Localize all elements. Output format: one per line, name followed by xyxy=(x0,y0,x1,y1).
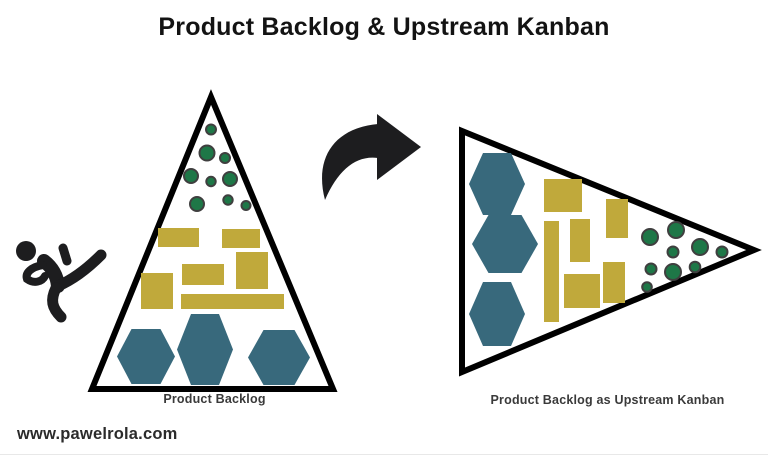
backlog-circle-item xyxy=(219,152,231,164)
curved-right-arrow-icon xyxy=(322,114,421,200)
kanban-hexagon-item xyxy=(469,282,525,346)
kanban-rect-item xyxy=(606,199,628,238)
kanban-circle-item xyxy=(715,245,729,259)
kanban-circle-item xyxy=(641,228,659,246)
backlog-hexagon-item xyxy=(248,330,310,385)
backlog-rect-item xyxy=(182,264,224,285)
backlog-rect-item xyxy=(236,252,268,289)
backlog-circle-item xyxy=(240,200,252,211)
backlog-hexagon-item xyxy=(117,329,175,384)
kanban-rect-item xyxy=(544,179,582,212)
pyramid-outline xyxy=(87,89,338,392)
product-backlog-pyramid xyxy=(87,89,338,392)
website-text: www.pawelrola.com xyxy=(17,425,178,443)
backlog-circle-item xyxy=(205,175,217,188)
backlog-circle-item xyxy=(222,194,234,206)
kanban-circle-item xyxy=(688,260,702,274)
pyramid-label: Product Backlog xyxy=(163,392,266,406)
kanban-rect-item xyxy=(603,262,625,303)
backlog-rect-item xyxy=(181,294,284,309)
backlog-circle-item xyxy=(189,196,205,212)
kanban-hexagon-item xyxy=(469,153,525,215)
backlog-rect-item xyxy=(158,228,199,247)
kanban-circle-item xyxy=(666,245,680,259)
upstream-kanban-funnel xyxy=(459,126,762,377)
kanban-hexagon-item xyxy=(472,215,538,273)
karate-kick-icon xyxy=(16,241,107,323)
kanban-rect-item xyxy=(544,221,559,322)
backlog-circle-item xyxy=(205,123,217,136)
kanban-circle-item xyxy=(664,263,682,281)
kanban-circle-item xyxy=(667,221,685,239)
kanban-circle-item xyxy=(641,281,653,293)
backlog-hexagon-item xyxy=(177,314,233,385)
funnel-outline xyxy=(459,126,762,377)
backlog-circle-item xyxy=(183,168,199,184)
backlog-rect-item xyxy=(141,273,173,309)
kanban-rect-item xyxy=(570,219,590,262)
page-title: Product Backlog & Upstream Kanban xyxy=(158,13,610,41)
backlog-circle-item xyxy=(198,144,216,162)
backlog-rect-item xyxy=(222,229,260,248)
kanban-circle-item xyxy=(644,262,658,276)
kanban-circle-item xyxy=(691,238,709,256)
backlog-circle-item xyxy=(222,171,238,187)
funnel-label: Product Backlog as Upstream Kanban xyxy=(490,393,725,407)
kanban-rect-item xyxy=(564,274,600,308)
